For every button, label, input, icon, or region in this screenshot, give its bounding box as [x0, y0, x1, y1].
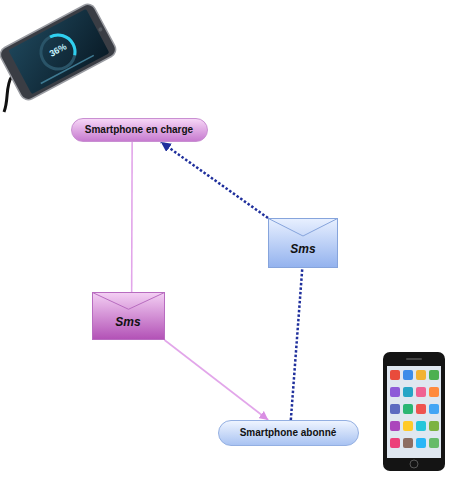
- app-icon: [403, 438, 413, 448]
- envelope-flap: [92, 293, 164, 310]
- battery-level: 36%: [43, 39, 72, 61]
- message-label: Sms: [115, 315, 140, 329]
- phone-body: [0, 2, 118, 103]
- charging-cable: [4, 76, 12, 112]
- app-icon: [429, 421, 439, 431]
- battery-gauge-track: [35, 29, 81, 75]
- reply-line: [291, 268, 302, 420]
- envelope-body: [269, 219, 338, 268]
- app-icon: [403, 370, 413, 380]
- subscriber-phone: [383, 352, 445, 471]
- app-icons: [390, 370, 439, 448]
- device-name: Smartphone en charge: [85, 124, 193, 136]
- app-icon: [390, 421, 400, 431]
- message-envelope: Sms: [92, 292, 165, 340]
- phone-speaker: [406, 358, 422, 360]
- phone-screen: [387, 366, 441, 458]
- app-icon: [429, 404, 439, 414]
- message-label: Sms: [290, 242, 315, 256]
- app-icon: [416, 438, 426, 448]
- battery-gauge: [35, 29, 81, 75]
- charging-phone: [0, 2, 118, 103]
- app-icon: [403, 421, 413, 431]
- message-line: [131, 142, 133, 292]
- message-arrow: [165, 340, 269, 420]
- phone-screen: [8, 9, 109, 94]
- envelope-flap: [269, 219, 338, 237]
- app-icon: [416, 370, 426, 380]
- app-icon: [429, 438, 439, 448]
- envelope-body: [92, 293, 164, 340]
- phone-body: [383, 352, 445, 471]
- app-icon: [403, 404, 413, 414]
- device-pill: Smartphone abonné: [218, 420, 359, 446]
- device-pill: Smartphone en charge: [71, 118, 208, 142]
- app-icon: [390, 370, 400, 380]
- app-icon: [390, 438, 400, 448]
- app-icon: [429, 370, 439, 380]
- device-name: Smartphone abonné: [240, 427, 337, 439]
- reply-arrow: [161, 142, 268, 218]
- phone-camera: [98, 27, 103, 32]
- app-icon: [390, 404, 400, 414]
- app-icon: [403, 387, 413, 397]
- app-icon: [416, 404, 426, 414]
- app-icon: [416, 387, 426, 397]
- app-icon: [416, 421, 426, 431]
- home-button: [410, 460, 418, 468]
- screen-detail: [40, 55, 94, 84]
- app-icon: [429, 387, 439, 397]
- message-envelope: Sms: [268, 218, 338, 268]
- app-icon: [390, 387, 400, 397]
